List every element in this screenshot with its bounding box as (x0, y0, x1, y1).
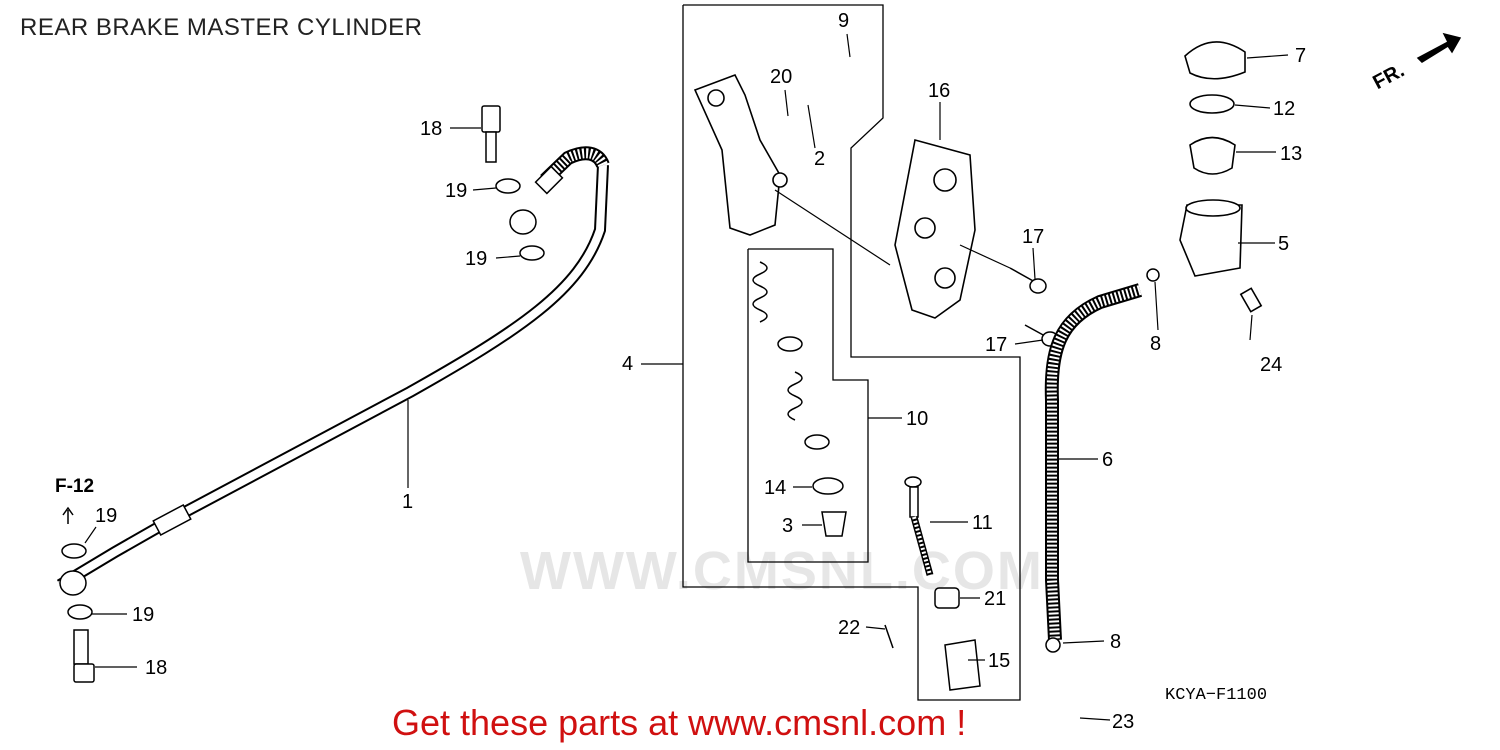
callout-19a: 19 (445, 180, 467, 202)
callout-18a: 18 (420, 118, 442, 140)
callout-3: 3 (782, 515, 793, 537)
banjo-fitting-lower (59, 506, 95, 683)
reservoir-hose (1044, 268, 1160, 653)
section-reference: F-12 (55, 476, 95, 497)
diagram-title: REAR BRAKE MASTER CYLINDER (20, 14, 423, 41)
callout-14: 14 (764, 477, 786, 499)
callout-8b: 8 (1110, 631, 1121, 653)
callout-8a: 8 (1150, 333, 1161, 355)
banjo-fitting-upper (481, 105, 545, 261)
callout-19c: 19 (95, 505, 117, 527)
callout-17b: 17 (985, 334, 1007, 356)
callout-21: 21 (984, 588, 1006, 610)
front-direction-arrow-icon: FR. (1369, 32, 1462, 94)
callout-19b: 19 (465, 248, 487, 270)
callout-12: 12 (1273, 98, 1295, 120)
callout-23: 23 (1112, 711, 1134, 733)
promo-banner-link[interactable]: Get these parts at www.cmsnl.com ! (392, 702, 967, 743)
callout-1: 1 (402, 491, 413, 513)
leader-lines (84, 33, 1289, 721)
pushrod-and-clevis (884, 476, 981, 691)
callout-24: 24 (1260, 354, 1282, 376)
callout-19d: 19 (132, 604, 154, 626)
callout-4: 4 (622, 353, 633, 375)
callout-17a: 17 (1022, 226, 1044, 248)
callout-11: 11 (972, 512, 993, 534)
callout-22: 22 (838, 617, 860, 639)
mounting-bracket (894, 139, 976, 319)
callout-5: 5 (1278, 233, 1289, 255)
callout-13: 13 (1280, 143, 1302, 165)
callout-7: 7 (1295, 45, 1306, 67)
callout-9: 9 (838, 10, 849, 32)
brake-hose (56, 146, 610, 591)
master-cylinder-body (693, 73, 788, 236)
callout-15: 15 (988, 650, 1010, 672)
assembly-outline-4 (682, 4, 1021, 701)
callout-20: 20 (770, 66, 792, 88)
diagram-code: KCYA−F1100 (1165, 686, 1268, 705)
callout-18b: 18 (145, 657, 167, 679)
reservoir (1179, 41, 1263, 313)
callout-6: 6 (1102, 449, 1113, 471)
piston-assembly (752, 261, 847, 537)
callout-numbers: 1 2 3 4 5 6 7 8 8 9 10 11 12 13 14 15 16… (95, 10, 1306, 733)
callout-2: 2 (814, 148, 825, 170)
assembly-outline-10 (747, 248, 869, 563)
callout-16: 16 (928, 80, 950, 102)
bolts-17 (1009, 267, 1059, 347)
front-label: FR. (1369, 59, 1408, 94)
callout-10: 10 (906, 408, 928, 430)
